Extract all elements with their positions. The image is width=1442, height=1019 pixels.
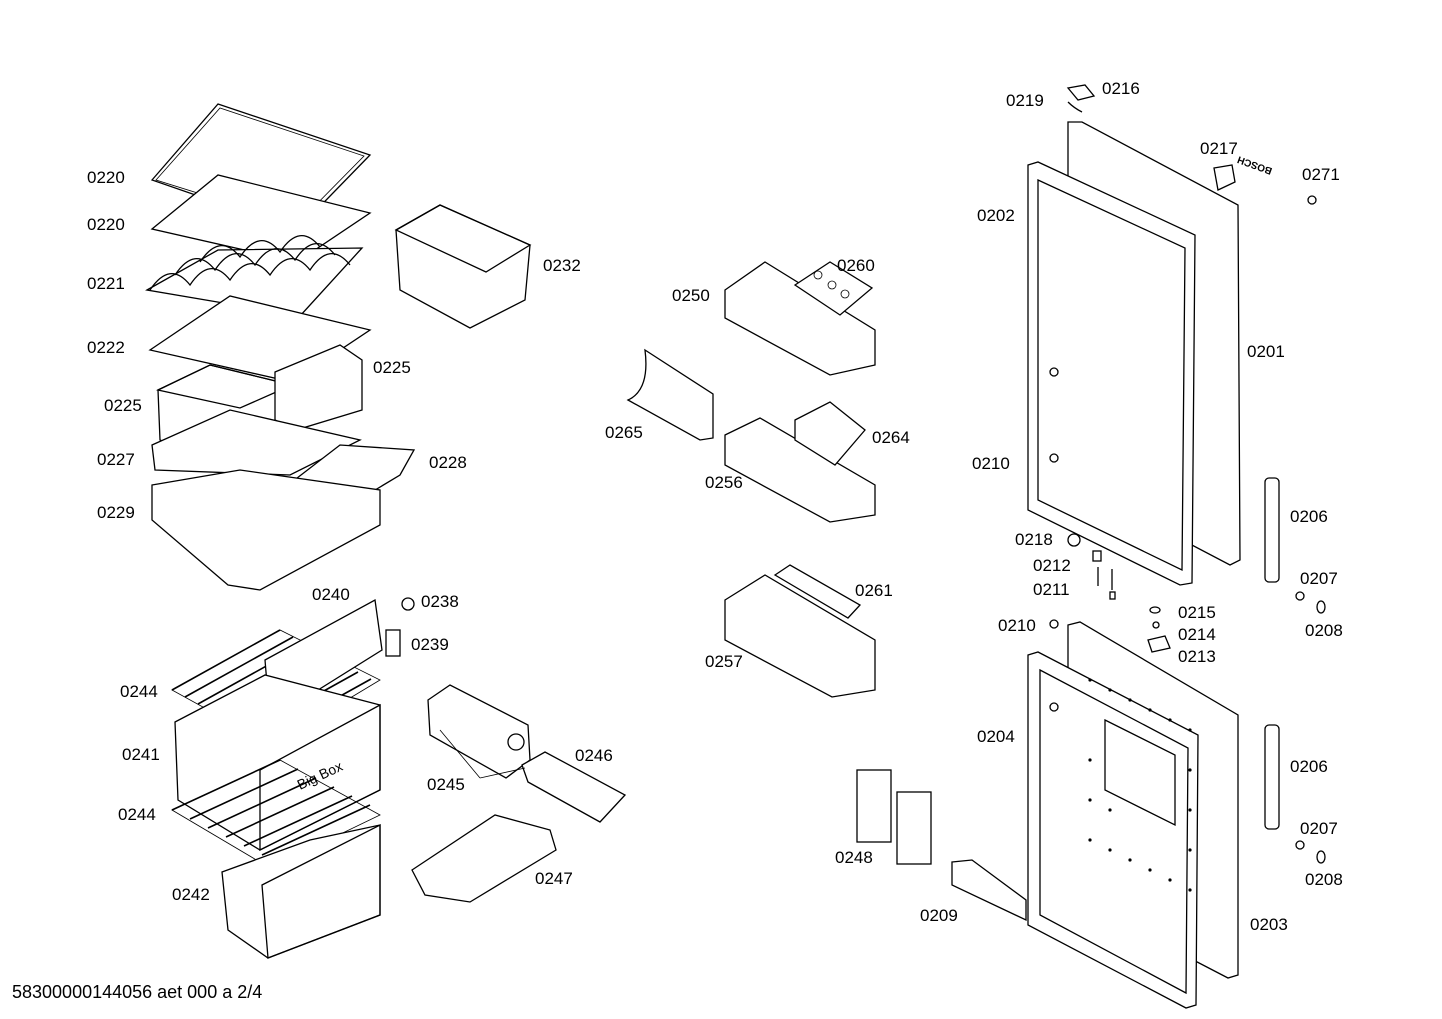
callout-0216: 0216	[1102, 79, 1140, 98]
footer-document-id: 58300000144056 aet 000 a 2/4	[12, 982, 263, 1002]
door-shelf-upper	[724, 261, 876, 376]
door-shelf-middle	[724, 401, 876, 523]
door-shelf-bottle	[724, 564, 876, 698]
callout-0248: 0248	[835, 848, 873, 867]
callout-0225-right: 0225	[373, 358, 411, 377]
ice-container-icon	[411, 814, 557, 903]
callout-0204: 0204	[977, 727, 1015, 746]
callout-0207-lower: 0207	[1300, 819, 1338, 838]
callout-0207-upper: 0207	[1300, 569, 1338, 588]
callout-0238: 0238	[421, 592, 459, 611]
callout-0221: 0221	[87, 274, 125, 293]
callout-0239: 0239	[411, 635, 449, 654]
callout-0203: 0203	[1250, 915, 1288, 934]
callout-0219: 0219	[1006, 91, 1044, 110]
callout-0242: 0242	[172, 885, 210, 904]
small-hardware-icons	[1049, 84, 1326, 864]
freezer-door-seal	[1027, 651, 1199, 1009]
callout-0245: 0245	[427, 775, 465, 794]
callout-0244-lower: 0244	[118, 805, 156, 824]
kickplate-icon	[951, 859, 1027, 922]
callout-0222: 0222	[87, 338, 125, 357]
callout-0206-upper: 0206	[1290, 507, 1328, 526]
callout-0256: 0256	[705, 473, 743, 492]
callout-0244-upper: 0244	[120, 682, 158, 701]
bigbox-drawer: Big Box	[174, 674, 381, 852]
callout-0209: 0209	[920, 906, 958, 925]
callout-0240: 0240	[312, 585, 350, 604]
callout-0220-lower: 0220	[87, 215, 125, 234]
ice-maker-icon	[427, 684, 531, 779]
ice-tray-icon	[521, 751, 627, 823]
callout-0215: 0215	[1178, 603, 1216, 622]
callout-0232: 0232	[543, 256, 581, 275]
callout-0217: 0217	[1200, 139, 1238, 158]
callout-0246: 0246	[575, 746, 613, 765]
callout-0229: 0229	[97, 503, 135, 522]
callout-0206-lower: 0206	[1290, 757, 1328, 776]
callout-0271: 0271	[1302, 165, 1340, 184]
door-handle-upper	[1264, 477, 1280, 583]
callout-0247: 0247	[535, 869, 573, 888]
door-divider-icon	[626, 348, 714, 441]
leader-line-0245b	[479, 767, 526, 779]
callout-0264: 0264	[872, 428, 910, 447]
callout-0208-lower: 0208	[1305, 870, 1343, 889]
callout-0225-left: 0225	[104, 396, 142, 415]
callout-0214: 0214	[1178, 625, 1216, 644]
cooling-element-icon	[856, 769, 932, 865]
callout-0220-upper: 0220	[87, 168, 125, 187]
callout-0201: 0201	[1247, 342, 1285, 361]
callout-0213: 0213	[1178, 647, 1216, 666]
drawer-base-tray	[151, 469, 381, 591]
bottle-rack-icon	[145, 235, 364, 317]
callout-0227: 0227	[97, 450, 135, 469]
clip-part-icon	[385, 597, 415, 657]
callout-0250: 0250	[672, 286, 710, 305]
callout-0208-upper: 0208	[1305, 621, 1343, 640]
callout-0265: 0265	[605, 423, 643, 442]
fridge-door-seal	[1027, 161, 1196, 586]
door-handle-lower	[1264, 724, 1280, 830]
callout-0211: 0211	[1033, 580, 1070, 599]
callout-0210-lower: 0210	[998, 616, 1036, 635]
callout-0260: 0260	[837, 256, 875, 275]
callout-0218: 0218	[1015, 530, 1053, 549]
callout-0241: 0241	[122, 745, 160, 764]
callout-0257: 0257	[705, 652, 743, 671]
freezer-door-dots	[1088, 678, 1192, 892]
callout-0228: 0228	[429, 453, 467, 472]
wire-grid-lower	[171, 759, 381, 869]
leader-line-0245a	[439, 729, 481, 779]
callout-0210-upper: 0210	[972, 454, 1010, 473]
dairy-compartment-icon	[394, 204, 532, 329]
callout-0261: 0261	[855, 581, 893, 600]
callout-0212: 0212	[1033, 556, 1071, 575]
freezer-drawer-bottom	[221, 823, 381, 959]
callout-0202: 0202	[977, 206, 1015, 225]
